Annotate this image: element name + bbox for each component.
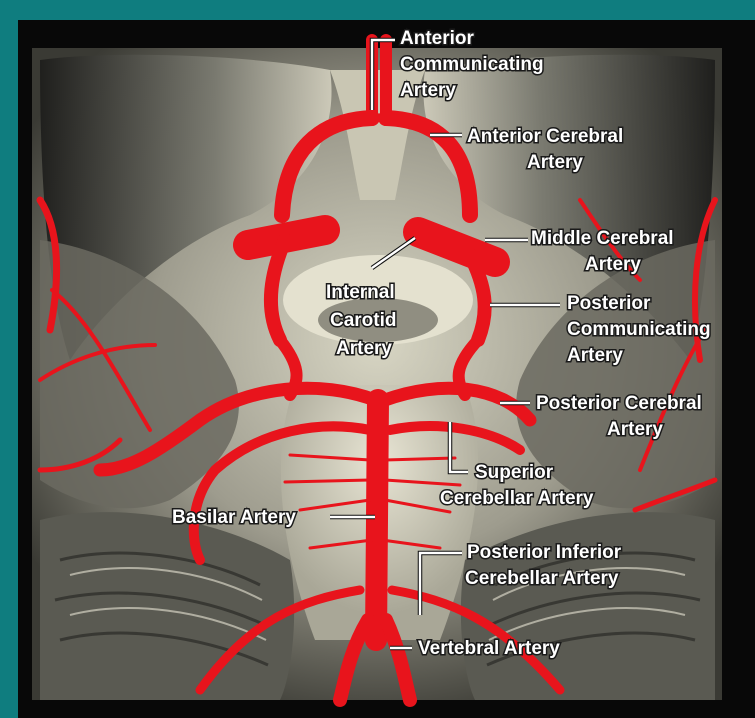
label-anterior-cerebral-2: Artery [527,152,583,173]
label-anterior-communicating-1: Anterior [400,28,475,49]
label-internal-carotid-2: Carotid [330,310,397,331]
label-superior-cerebellar-1: Superior [475,462,554,483]
label-posterior-communicating-2: Communicating [567,319,711,340]
label-anterior-communicating-2: Communicating [400,54,544,75]
label-middle-cerebral-1: Middle Cerebral [531,228,674,249]
label-internal-carotid-1: Internal [326,282,395,303]
label-posterior-communicating-3: Artery [567,345,623,366]
label-pica-2: Cerebellar Artery [465,568,619,589]
label-posterior-cerebral-1: Posterior Cerebral [536,393,702,414]
label-pica-1: Posterior Inferior [467,542,622,563]
label-internal-carotid-3: Artery [336,338,392,359]
label-basilar: Basilar Artery [172,507,296,528]
label-superior-cerebellar-2: Cerebellar Artery [440,488,594,509]
label-anterior-communicating-3: Artery [400,80,456,101]
label-vertebral: Vertebral Artery [418,638,560,659]
label-anterior-cerebral-1: Anterior Cerebral [467,126,623,147]
label-posterior-communicating-1: Posterior [567,293,651,314]
label-middle-cerebral-2: Artery [585,254,641,275]
label-posterior-cerebral-2: Artery [607,419,663,440]
